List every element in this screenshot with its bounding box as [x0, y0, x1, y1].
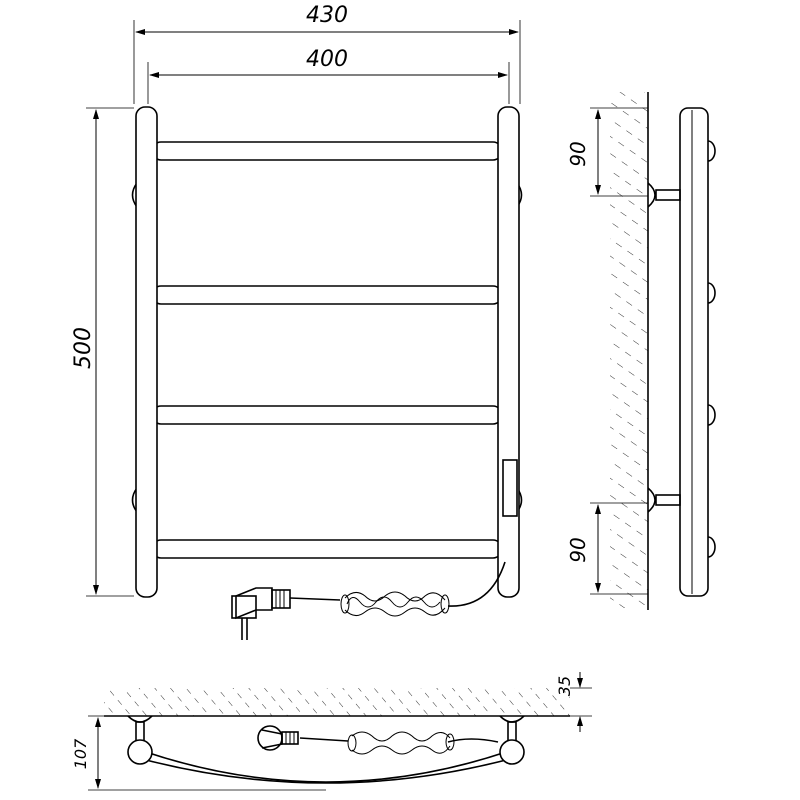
dim-side-bottom: 90 — [566, 502, 648, 595]
rail-left — [135, 106, 158, 598]
side-rail — [679, 107, 709, 597]
dim-400-label: 400 — [306, 47, 348, 72]
crossbar-4 — [151, 539, 503, 559]
top-view: 35 107 — [71, 672, 592, 791]
side-crossbar-end-2 — [707, 282, 716, 304]
top-rail-right — [499, 739, 525, 765]
wall-hatch — [610, 92, 648, 608]
dim-430-label: 430 — [306, 3, 348, 28]
top-curve-outer — [145, 751, 507, 783]
crossbar-2 — [151, 285, 503, 305]
dim-depth: 107 — [71, 715, 326, 791]
top-curve-inner — [145, 759, 507, 784]
top-mount-right — [499, 715, 525, 723]
top-cord — [447, 738, 499, 743]
crossbar-1 — [151, 141, 503, 161]
dim-rail-spacing: 400 — [147, 47, 510, 104]
top-wall-hatch — [104, 688, 570, 716]
side-bracket-top — [647, 182, 681, 208]
side-view: 90 90 — [566, 92, 716, 610]
top-cord-segment — [299, 737, 349, 742]
dim-side-top: 90 — [566, 107, 648, 197]
plug-icon — [231, 587, 291, 640]
dim-35-label: 35 — [555, 676, 574, 696]
front-view: 430 400 500 — [71, 3, 523, 640]
heater-box — [502, 459, 518, 517]
dim-107-label: 107 — [71, 738, 90, 769]
dim-wall-offset: 35 — [524, 672, 592, 732]
crossbar-3 — [151, 405, 503, 425]
rail-right — [497, 106, 520, 598]
dim-height: 500 — [71, 107, 134, 597]
side-bracket-bottom — [647, 487, 681, 513]
dim-90-bottom-label: 90 — [566, 537, 590, 562]
side-crossbar-end-1 — [707, 140, 716, 162]
power-cord — [447, 561, 506, 607]
side-crossbar-end-4 — [707, 536, 716, 558]
dim-90-top-label: 90 — [566, 141, 590, 166]
dim-500-label: 500 — [71, 327, 96, 369]
cord-segment — [289, 597, 341, 601]
side-crossbar-end-3 — [707, 404, 716, 426]
top-coiled-cord — [347, 731, 455, 755]
top-plug-icon — [257, 725, 299, 751]
dim-overall-width: 430 — [133, 3, 521, 104]
top-mount-left — [127, 715, 153, 723]
top-rail-left — [127, 739, 153, 765]
coiled-cord — [340, 591, 450, 617]
